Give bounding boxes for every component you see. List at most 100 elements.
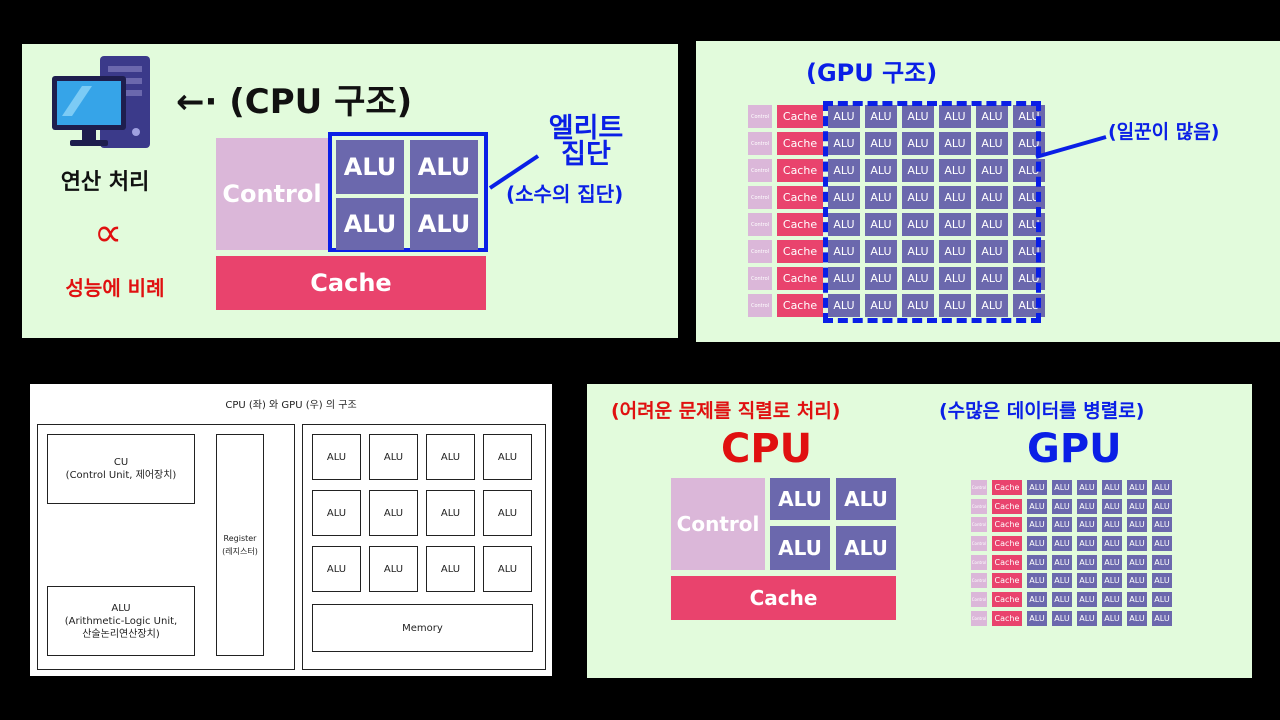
many-workers-label: (일꾼이 많음)	[1108, 121, 1220, 143]
callout-line	[1035, 135, 1107, 159]
gpu-control-cell: Control	[748, 159, 772, 182]
gpu-cache-cell: Cache	[992, 610, 1022, 626]
elite-label-line2: 집단	[561, 139, 611, 170]
gpu-alu-cell: ALU	[939, 186, 971, 209]
gpu-title: GPU	[1027, 426, 1122, 472]
gpu-alu-cell: ALU	[828, 159, 860, 182]
gpu-alu-cell: ALU	[1077, 536, 1097, 552]
gpu-alu-cell: ALU	[1127, 498, 1147, 514]
diagram-title: CPU (좌) 와 GPU (우) 의 구조	[225, 400, 357, 411]
gpu-alu-box: ALU	[426, 490, 475, 536]
gpu-cache-cell: Cache	[777, 159, 823, 182]
gpu-alu-box: ALU	[369, 490, 418, 536]
gpu-alu-box: ALU	[312, 490, 361, 536]
gpu-control-cell: Control	[971, 517, 987, 533]
gpu-alu-cell: ALU	[976, 294, 1008, 317]
gpu-alu-cell: ALU	[828, 240, 860, 263]
gpu-cache-cell: Cache	[992, 536, 1022, 552]
gpu-alu-box: ALU	[483, 490, 532, 536]
gpu-alu-cell: ALU	[828, 267, 860, 290]
gpu-alu-cell: ALU	[902, 132, 934, 155]
gpu-alu-cell: ALU	[976, 132, 1008, 155]
cpu-title: ←· (CPU 구조)	[176, 82, 413, 122]
gpu-control-cell: Control	[971, 554, 987, 570]
register-box: Register (레지스터)	[216, 434, 264, 656]
gpu-cache-cell: Cache	[992, 554, 1022, 570]
gpu-cache-cell: Cache	[777, 105, 823, 128]
gpu-alu-cell: ALU	[1027, 517, 1047, 533]
gpu-cache-cell: Cache	[777, 267, 823, 290]
gpu-alu-cell: ALU	[828, 213, 860, 236]
gpu-alu-cell: ALU	[976, 186, 1008, 209]
gpu-alu-cell: ALU	[865, 186, 897, 209]
gpu-alu-cell: ALU	[1077, 573, 1097, 589]
gpu-alu-box: ALU	[426, 434, 475, 480]
gpu-alu-cell: ALU	[1102, 498, 1122, 514]
gpu-alu-cell: ALU	[1027, 536, 1047, 552]
gpu-cache-cell: Cache	[777, 240, 823, 263]
gpu-alu-cell: ALU	[865, 240, 897, 263]
gpu-title: (GPU 구조)	[806, 59, 938, 87]
gpu-alu-cell: ALU	[1102, 573, 1122, 589]
gpu-alu-cell: ALU	[1077, 517, 1097, 533]
gpu-alu-cell: ALU	[1102, 517, 1122, 533]
gpu-alu-box: ALU	[483, 434, 532, 480]
gpu-alu-cell: ALU	[939, 159, 971, 182]
gpu-alu-cell: ALU	[976, 240, 1008, 263]
alu-highlight-box	[328, 132, 488, 252]
gpu-outer-box	[302, 424, 546, 670]
gpu-alu-cell: ALU	[902, 213, 934, 236]
cache-block: Cache	[216, 256, 486, 310]
gpu-alu-cell: ALU	[1027, 592, 1047, 608]
gpu-alu-cell: ALU	[1127, 480, 1147, 495]
gpu-alu-cell: ALU	[902, 186, 934, 209]
gpu-alu-cell: ALU	[828, 105, 860, 128]
gpu-alu-cell: ALU	[1077, 554, 1097, 570]
computer-icon	[52, 56, 150, 148]
gpu-control-cell: Control	[748, 267, 772, 290]
gpu-alu-cell: ALU	[1152, 536, 1172, 552]
gpu-alu-cell: ALU	[865, 159, 897, 182]
cpu-title: CPU	[721, 426, 813, 472]
gpu-alu-cell: ALU	[1027, 610, 1047, 626]
gpu-alu-cell: ALU	[1077, 610, 1097, 626]
gpu-alu-cell: ALU	[1127, 592, 1147, 608]
gpu-cache-cell: Cache	[777, 213, 823, 236]
gpu-caption: (수많은 데이터를 병렬로)	[939, 400, 1145, 422]
alu-box: ALU (Arithmetic-Logic Unit, 산술논리연산장치)	[47, 586, 195, 656]
gpu-alu-cell: ALU	[976, 267, 1008, 290]
gpu-control-cell: Control	[748, 105, 772, 128]
alu-block: ALU	[836, 478, 896, 520]
control-unit: Control	[671, 478, 765, 570]
cpu-structure-panel: 연산 처리 ∝ 성능에 비례 ←· (CPU 구조) Control ALU A…	[22, 44, 678, 338]
gpu-alu-cell: ALU	[1127, 517, 1147, 533]
alu-block: ALU	[836, 526, 896, 570]
cpu-outer-box	[37, 424, 295, 670]
gpu-alu-cell: ALU	[939, 132, 971, 155]
gpu-cache-cell: Cache	[992, 573, 1022, 589]
gpu-alu-cell: ALU	[902, 240, 934, 263]
gpu-alu-cell: ALU	[1027, 573, 1047, 589]
gpu-alu-cell: ALU	[976, 105, 1008, 128]
gpu-alu-cell: ALU	[976, 213, 1008, 236]
memory-box: Memory	[312, 604, 533, 652]
gpu-alu-cell: ALU	[1052, 592, 1072, 608]
gpu-alu-cell: ALU	[828, 294, 860, 317]
alu-block: ALU	[336, 198, 404, 250]
gpu-control-cell: Control	[748, 186, 772, 209]
gpu-alu-cell: ALU	[1027, 554, 1047, 570]
gpu-alu-cell: ALU	[939, 267, 971, 290]
gpu-control-cell: Control	[971, 592, 987, 608]
gpu-control-cell: Control	[748, 213, 772, 236]
gpu-control-cell: Control	[971, 536, 987, 552]
gpu-alu-cell: ALU	[865, 132, 897, 155]
gpu-control-cell: Control	[971, 610, 987, 626]
gpu-alu-cell: ALU	[1127, 536, 1147, 552]
control-unit: Control	[216, 138, 328, 250]
gpu-control-cell: Control	[971, 498, 987, 514]
gpu-alu-cell: ALU	[865, 105, 897, 128]
gpu-alu-cell: ALU	[1052, 573, 1072, 589]
gpu-alu-cell: ALU	[1127, 610, 1147, 626]
gpu-alu-cell: ALU	[902, 294, 934, 317]
gpu-alu-cell: ALU	[1152, 480, 1172, 495]
